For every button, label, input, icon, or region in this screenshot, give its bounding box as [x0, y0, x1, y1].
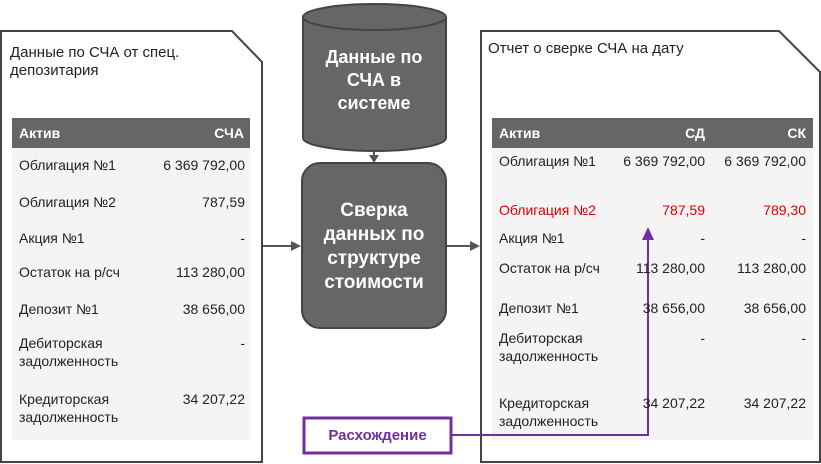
right-asset-cell: Остаток на р/сч: [499, 260, 600, 276]
left-asset-cell: Дебиторская задолженность: [19, 335, 119, 369]
left-value-cell: -: [240, 230, 245, 246]
right-table-body: [492, 148, 813, 440]
right-sd-cell: 113 280,00: [635, 260, 705, 276]
left-value-cell: 787,59: [202, 194, 245, 210]
database-label: Данные по СЧА в системе: [325, 47, 423, 113]
left-asset-cell: Депозит №1: [19, 301, 99, 317]
process-label: Сверка данных по структуре стоимости: [323, 200, 425, 293]
right-header-sk: СК: [787, 125, 806, 141]
left-header-asset: Актив: [19, 125, 61, 141]
left-table-header: [12, 118, 250, 148]
left-asset-cell: Остаток на р/сч: [19, 264, 120, 280]
right-asset-cell: Облигация №2: [499, 202, 596, 218]
discrepancy-callout: Расхождение: [328, 427, 427, 444]
callout-arrowhead: [642, 227, 654, 240]
right-sk-cell: 38 656,00: [743, 300, 806, 316]
left-doc-title: Данные по СЧА от спец. депозитария: [10, 44, 180, 79]
right-sk-cell: 6 369 792,00: [724, 153, 806, 169]
right-sd-cell: 38 656,00: [642, 300, 705, 316]
left-value-cell: -: [240, 335, 245, 351]
right-sk-cell: -: [801, 330, 806, 346]
left-value-cell: 6 369 792,00: [163, 157, 245, 173]
right-sk-cell: 34 207,22: [743, 395, 806, 411]
right-table-header: [492, 118, 813, 148]
right-sd-cell: -: [700, 230, 705, 246]
right-asset-cell: Акция №1: [499, 230, 565, 246]
right-header-asset: Актив: [499, 125, 541, 141]
left-table-body: [12, 148, 250, 440]
right-doc-title: Отчет о сверке СЧА на дату: [488, 40, 684, 57]
right-sk-cell: 789,30: [763, 202, 806, 218]
right-asset-cell: Кредиторская задолженность: [499, 395, 599, 429]
left-asset-cell: Кредиторская задолженность: [19, 391, 119, 425]
left-value-cell: 113 280,00: [175, 264, 245, 280]
right-asset-cell: Облигация №1: [499, 153, 596, 169]
right-sd-cell: -: [700, 330, 705, 346]
right-sk-cell: -: [801, 230, 806, 246]
right-sd-cell: 787,59: [662, 202, 705, 218]
arrows: [263, 151, 480, 251]
database-cylinder: [302, 3, 447, 152]
left-asset-cell: Акция №1: [19, 230, 85, 246]
left-asset-cell: Облигация №1: [19, 157, 116, 173]
right-sd-cell: 6 369 792,00: [623, 153, 705, 169]
right-asset-cell: Депозит №1: [499, 300, 579, 316]
left-value-cell: 38 656,00: [182, 301, 245, 317]
right-sd-cell: 34 207,22: [642, 395, 705, 411]
callout-connector: [451, 238, 649, 436]
right-asset-cell: Дебиторская задолженность: [499, 330, 599, 364]
left-value-cell: 34 207,22: [182, 391, 245, 407]
right-sk-cell: 113 280,00: [736, 260, 806, 276]
left-header-nav: СЧА: [214, 125, 244, 141]
right-header-sd: СД: [685, 125, 705, 141]
left-asset-cell: Облигация №2: [19, 194, 116, 210]
